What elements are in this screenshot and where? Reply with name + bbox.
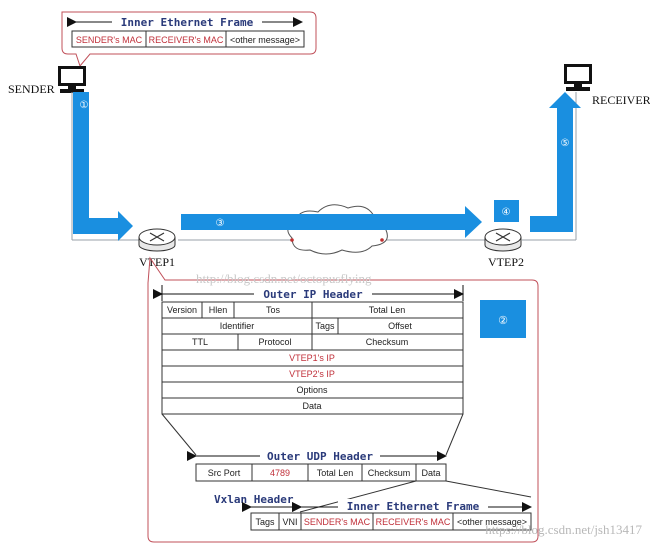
arrow-step-3 bbox=[181, 206, 482, 238]
ip-tos-cell: Tos bbox=[266, 305, 281, 315]
vxlan-table bbox=[250, 512, 302, 531]
udp-src-port-cell: Src Port bbox=[208, 468, 241, 478]
zoom-line-ip-right bbox=[445, 413, 464, 456]
ip-version-cell: Version bbox=[167, 305, 197, 315]
inner-frame-bottom-sender-mac: SENDER's MAC bbox=[304, 517, 371, 527]
step-1-label: ① bbox=[80, 100, 89, 111]
inner-frame-bottom-table bbox=[300, 512, 532, 531]
vxlan-tags-cell: Tags bbox=[255, 517, 275, 527]
step-3-label: ③ bbox=[216, 218, 225, 229]
ip-identifier-cell: Identifier bbox=[220, 321, 255, 331]
inner-frame-top-cell-receiver-mac: RECEIVER's MAC bbox=[149, 35, 224, 45]
ip-protocol-cell: Protocol bbox=[258, 337, 291, 347]
udp-checksum-cell: Checksum bbox=[368, 468, 411, 478]
zoom-line-udp-right bbox=[445, 480, 532, 498]
ip-data-cell: Data bbox=[302, 401, 321, 411]
arrow-step-5 bbox=[530, 92, 581, 232]
sender-label: SENDER bbox=[8, 82, 55, 96]
ip-ttl-cell: TTL bbox=[192, 337, 208, 347]
inner-frame-top-table: SENDER's MAC RECEIVER's MAC <other messa… bbox=[71, 30, 305, 48]
outer-udp-table bbox=[195, 463, 447, 482]
arrow-step-1 bbox=[73, 92, 133, 241]
inner-frame-bottom-title: Inner Ethernet Frame bbox=[347, 500, 480, 513]
ip-total-len-cell: Total Len bbox=[369, 305, 406, 315]
vtep1-router-icon bbox=[138, 228, 176, 252]
udp-data-cell: Data bbox=[421, 468, 440, 478]
vtep1-label: VTEP1 bbox=[139, 255, 175, 269]
inner-frame-top-title: Inner Ethernet Frame bbox=[121, 16, 254, 29]
step-5-label: ⑤ bbox=[561, 138, 570, 149]
ip-hlen-cell: Hlen bbox=[209, 305, 228, 315]
inner-frame-bottom-other: <other message> bbox=[457, 517, 527, 527]
vtep2-label: VTEP2 bbox=[488, 255, 524, 269]
ip-checksum-cell: Checksum bbox=[366, 337, 409, 347]
outer-ip-title: Outer IP Header bbox=[263, 288, 363, 301]
receiver-computer-icon bbox=[564, 64, 592, 91]
step-2-label: ② bbox=[498, 315, 508, 327]
step-4-label: ④ bbox=[502, 207, 511, 218]
ip-dst-vtep-cell: VTEP2's IP bbox=[289, 369, 335, 379]
ip-src-vtep-cell: VTEP1's IP bbox=[289, 353, 335, 363]
receiver-label: RECEIVER bbox=[592, 93, 650, 107]
vtep2-router-icon bbox=[484, 228, 522, 252]
outer-packet-callout bbox=[147, 256, 539, 543]
inner-frame-top-cell-other: <other message> bbox=[230, 35, 300, 45]
zoom-line-ip-left bbox=[161, 413, 197, 456]
inner-frame-bottom-receiver-mac: RECEIVER's MAC bbox=[376, 517, 451, 527]
watermark-bottom: https://blog.csdn.net/jsh13417 bbox=[485, 522, 642, 537]
ip-tags-cell: Tags bbox=[315, 321, 335, 331]
step-2-box bbox=[480, 300, 526, 338]
udp-dst-port-cell: 4789 bbox=[270, 468, 290, 478]
watermark-top: http://blog.csdn.net/octopusflying bbox=[196, 271, 372, 286]
sender-computer-icon bbox=[58, 66, 86, 93]
step-4-box bbox=[494, 200, 519, 222]
inner-frame-top-cell-sender-mac: SENDER's MAC bbox=[76, 35, 143, 45]
outer-udp-title: Outer UDP Header bbox=[267, 450, 373, 463]
ip-offset-cell: Offset bbox=[388, 321, 412, 331]
vxlan-vni-cell: VNI bbox=[282, 517, 297, 527]
outer-ip-table bbox=[161, 301, 464, 415]
vxlan-title: Vxlan Header bbox=[214, 493, 294, 506]
ip-options-cell: Options bbox=[296, 385, 328, 395]
udp-total-len-cell: Total Len bbox=[317, 468, 354, 478]
flow-arrows bbox=[73, 92, 581, 338]
